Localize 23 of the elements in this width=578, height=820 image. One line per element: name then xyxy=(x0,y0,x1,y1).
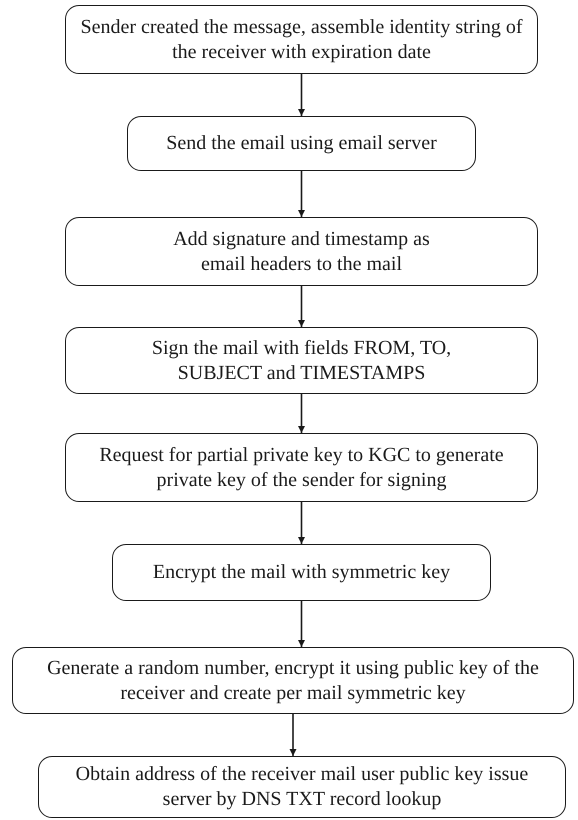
step-text: Request for partial private key to KGC to generate private key of the sender for signing xyxy=(98,442,505,492)
process-box xyxy=(12,647,574,714)
process-box xyxy=(127,116,476,171)
arrow xyxy=(298,394,305,433)
step-text: Sender created the message, assemble identity string of the receiver with expiration date xyxy=(80,14,523,64)
process-box xyxy=(65,433,538,502)
arrow xyxy=(298,286,305,327)
process-box xyxy=(112,544,491,601)
step-text: Encrypt the mail with symmetric key xyxy=(152,560,450,585)
process-box xyxy=(65,327,538,394)
arrow xyxy=(298,601,305,647)
step-text: Add signature and timestamp as email headers to the mail xyxy=(172,226,431,276)
step-text: Send the email using email server xyxy=(166,131,437,156)
step-text: Sign the mail with fields FROM, TO, SUBJECT and TIMESTAMPS xyxy=(150,336,452,386)
step-text: Generate a random number, encrypt it using public key of the receiver and create per mail symmetric key xyxy=(46,656,540,706)
arrow xyxy=(298,171,305,217)
arrow xyxy=(298,502,305,544)
arrow xyxy=(290,714,296,756)
process-box xyxy=(38,756,566,818)
step-text: Obtain address of the receiver mail user public key issue server by DNS TXT record lookup xyxy=(74,762,530,812)
process-box xyxy=(65,217,538,286)
arrow xyxy=(298,74,305,116)
process-box xyxy=(65,5,538,74)
